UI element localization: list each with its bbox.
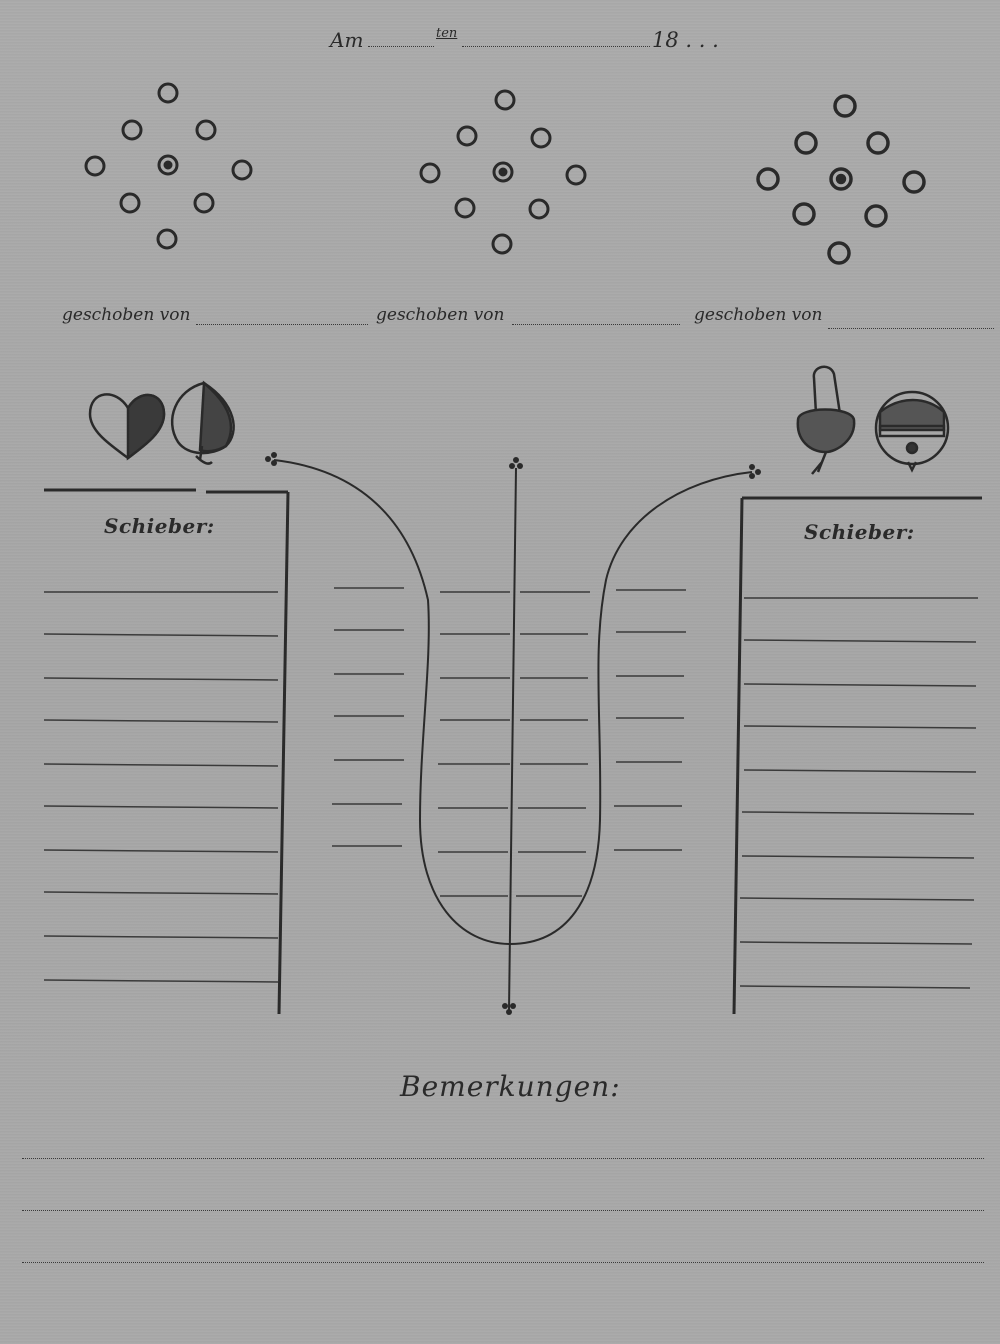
center-dot xyxy=(492,161,514,183)
remarks-line-3[interactable] xyxy=(22,1262,984,1263)
dot-ring xyxy=(419,89,587,255)
dot-ring xyxy=(756,94,926,265)
date-month-field[interactable] xyxy=(462,46,650,47)
right-score-lines xyxy=(739,597,978,989)
date-am-label: Am xyxy=(330,28,364,52)
remarks-line-1[interactable] xyxy=(22,1158,984,1159)
date-year-label: 18 . . . xyxy=(652,28,719,52)
schieber-right-title: Schieber: xyxy=(804,520,915,544)
leaf-icon xyxy=(170,380,235,465)
dot-ring xyxy=(84,82,253,250)
center-dot xyxy=(157,154,179,176)
dot-diamond-3 xyxy=(756,94,926,265)
left-score-column xyxy=(43,488,290,1015)
left-score-lines xyxy=(43,591,279,983)
schieber-left-title: Schieber: xyxy=(104,514,215,538)
date-day-field[interactable] xyxy=(368,46,434,47)
pushed-by-field-1[interactable] xyxy=(196,324,368,325)
right-score-column xyxy=(732,496,982,1015)
remarks-line-2[interactable] xyxy=(22,1210,984,1211)
center-tally-lines xyxy=(332,587,686,897)
center-dot xyxy=(829,167,853,191)
center-track xyxy=(273,459,753,1011)
dot-diamond-1 xyxy=(84,82,253,250)
pushed-by-label-1: geschoben von xyxy=(62,305,191,325)
dot-diamond-2 xyxy=(419,89,587,255)
bell-icon xyxy=(874,390,950,473)
acorn-icon xyxy=(796,365,856,475)
club-end-marker xyxy=(265,452,761,1015)
pushed-by-field-2[interactable] xyxy=(512,324,680,325)
pushed-by-label-2: geschoben von xyxy=(376,305,505,325)
pushed-by-field-3[interactable] xyxy=(828,328,994,329)
remarks-title: Bemerkungen: xyxy=(400,1070,621,1103)
heart-icon xyxy=(88,393,166,461)
pushed-by-label-3: geschoben von xyxy=(694,305,823,325)
date-ten-label: ten xyxy=(436,26,458,41)
